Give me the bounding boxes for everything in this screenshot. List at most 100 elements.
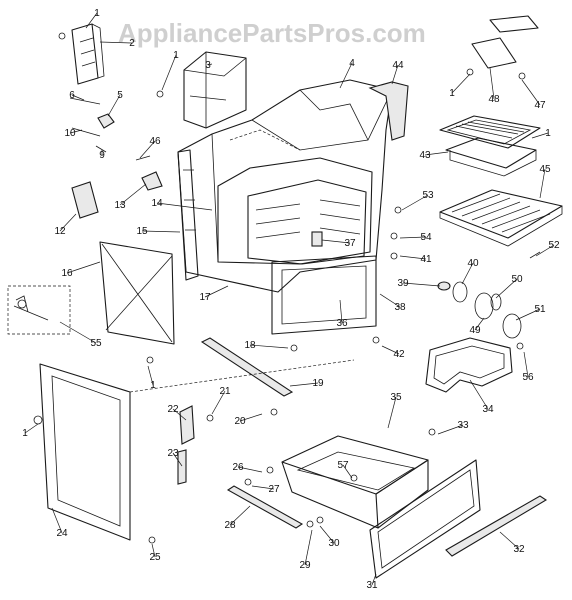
callout-leader-line xyxy=(521,79,541,106)
callout-leader-line xyxy=(51,507,63,534)
part-oven-rack xyxy=(439,189,563,247)
part-hinge-assembly xyxy=(7,285,71,335)
callout-number: 51 xyxy=(534,304,546,315)
callout-number: 53 xyxy=(422,190,434,201)
callout-number: 31 xyxy=(366,580,378,591)
callout-number: 28 xyxy=(224,520,236,531)
callout-number: 16 xyxy=(61,268,73,279)
callout-number: 9 xyxy=(99,150,105,161)
callout-number: 49 xyxy=(469,325,481,336)
callout-leader-line xyxy=(239,413,263,422)
part-bake-element-hardware xyxy=(437,251,541,350)
callout-number: 56 xyxy=(522,372,534,383)
callout-leader-line xyxy=(161,54,177,91)
callout-number: 10 xyxy=(64,128,76,139)
callout-number: 14 xyxy=(151,198,163,209)
watermark-text: AppliancePartsPros.com xyxy=(118,18,426,48)
callout-leader-line xyxy=(59,213,77,232)
part-storage-drawer xyxy=(281,435,429,529)
callout-number: 30 xyxy=(328,538,340,549)
callout-leader-line xyxy=(172,452,183,467)
callout-number: 44 xyxy=(392,60,404,71)
part-oven-liner xyxy=(217,157,373,265)
callout-leader-line xyxy=(141,230,181,233)
part-small-hardware xyxy=(69,97,163,219)
callout-number: 50 xyxy=(511,274,523,285)
callout-number: 27 xyxy=(268,484,280,495)
callout-number: 37 xyxy=(344,238,356,249)
callout-number: 1 xyxy=(545,128,551,139)
callout-leader-line xyxy=(339,62,353,89)
part-broiler-pan xyxy=(439,115,541,177)
callout-leader-line xyxy=(489,67,495,100)
callout-leader-line xyxy=(437,424,464,435)
callout-number: 43 xyxy=(419,150,431,161)
callout-leader-line xyxy=(172,408,187,421)
callout-leader-line xyxy=(207,63,213,66)
callout-leader-line xyxy=(249,344,289,349)
part-door-hinge xyxy=(177,405,214,485)
part-drawer-rail xyxy=(226,485,548,557)
callout-leader-line xyxy=(85,12,98,29)
callout-number: 34 xyxy=(482,404,494,415)
callout-leader-line xyxy=(229,505,251,526)
part-drawer-front xyxy=(369,459,481,579)
callout-leader-line xyxy=(156,202,213,211)
callout-leader-line xyxy=(237,466,263,473)
callout-number: 32 xyxy=(513,544,525,555)
callout-leader-line xyxy=(66,261,101,274)
callout-leader-line xyxy=(304,529,313,566)
callout-leader-line xyxy=(523,351,529,378)
part-side-panel xyxy=(177,149,199,281)
callout-number: 18 xyxy=(244,340,256,351)
part-oven-body xyxy=(177,79,393,293)
callout-leader-line xyxy=(342,464,353,479)
callout-leader-line xyxy=(119,183,147,206)
callout-leader-line xyxy=(59,321,97,344)
callout-number: 6 xyxy=(69,90,75,101)
part-bake-element xyxy=(425,337,513,393)
callout-number: 40 xyxy=(467,258,479,269)
callout-leaders xyxy=(24,12,555,586)
callout-number: 1 xyxy=(173,50,179,61)
callout-number: 12 xyxy=(54,226,66,237)
callout-number: 1 xyxy=(150,380,156,391)
callout-leader-line xyxy=(391,64,399,85)
callout-number: 48 xyxy=(488,94,500,105)
callout-number: 45 xyxy=(539,164,551,175)
callout-leader-line xyxy=(204,285,229,298)
callout-number: 41 xyxy=(420,254,432,265)
callout-leader-line xyxy=(319,525,335,544)
callout-number: 26 xyxy=(232,462,244,473)
callout-number: 4 xyxy=(349,58,355,69)
callout-number: 39 xyxy=(397,278,409,289)
callout-leader-line xyxy=(69,129,83,134)
callout-leader-line xyxy=(107,94,121,117)
callout-number: 47 xyxy=(534,100,546,111)
callout-leader-line xyxy=(211,390,226,415)
callout-number: 23 xyxy=(167,448,179,459)
callout-leader-line xyxy=(515,308,541,321)
part-side-bracket xyxy=(71,23,105,85)
callout-number: 1 xyxy=(22,428,28,439)
callout-leader-line xyxy=(461,262,474,285)
callout-leader-line xyxy=(399,255,427,260)
callout-leader-line xyxy=(402,282,441,287)
callout-number: 42 xyxy=(393,349,405,360)
callout-leader-line xyxy=(451,73,471,94)
part-screws xyxy=(33,32,436,544)
part-outer-door xyxy=(39,359,355,541)
callout-number: 54 xyxy=(420,232,432,243)
callout-leader-line xyxy=(469,379,489,410)
part-knob-insert xyxy=(466,15,539,80)
callout-leader-line xyxy=(379,293,401,308)
part-door-frame xyxy=(271,255,377,335)
callout-number: 46 xyxy=(149,136,161,147)
callout-leader-line xyxy=(401,194,429,211)
callout-number: 52 xyxy=(548,240,560,251)
callout-leader-line xyxy=(499,531,520,550)
callout-number: 13 xyxy=(114,200,126,211)
callout-leader-line xyxy=(24,423,39,434)
callout-leader-line xyxy=(339,299,343,324)
